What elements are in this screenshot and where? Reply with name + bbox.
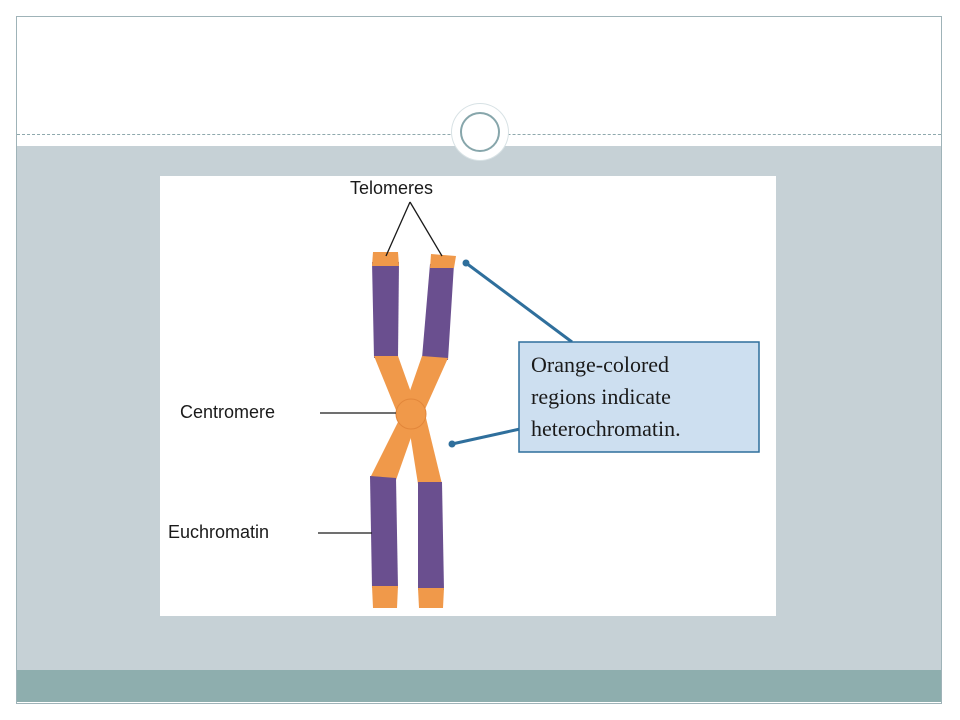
callout-leader-lower [451, 427, 521, 446]
left-upper-euchromatin [372, 262, 399, 358]
chromosome-diagram: Telomeres Centromere Euchromatin Orange-… [160, 176, 776, 616]
callout-leader-upper [465, 261, 573, 344]
chromosome-svg: Telomeres Centromere Euchromatin Orange-… [168, 178, 760, 608]
right-upper-euchromatin [422, 264, 454, 360]
centromere-label: Centromere [180, 402, 275, 422]
callout-leader-upper-dot [462, 259, 470, 267]
circle-badge-icon [452, 104, 508, 160]
telomeres-pointer-left [385, 201, 411, 257]
centromere-shape [395, 398, 427, 430]
euchromatin-label: Euchromatin [168, 522, 269, 542]
callout-line-3: heterochromatin. [531, 416, 681, 441]
left-upper-telomere [372, 252, 399, 266]
callout-line-1: Orange-colored [531, 352, 669, 377]
badge-ring [460, 112, 500, 152]
footer-band [17, 670, 941, 702]
right-upper-telomere [430, 254, 456, 268]
right-lower-euchromatin [418, 482, 444, 590]
callout-line-2: regions indicate [531, 384, 671, 409]
callout-box [518, 341, 760, 453]
telomeres-label: Telomeres [350, 178, 433, 198]
callout-leader-lower-dot [448, 440, 456, 448]
left-lower-euchromatin [370, 476, 398, 588]
telomeres-pointer-right [409, 201, 443, 257]
right-lower-telomere [418, 588, 444, 608]
left-lower-telomere [372, 586, 398, 608]
